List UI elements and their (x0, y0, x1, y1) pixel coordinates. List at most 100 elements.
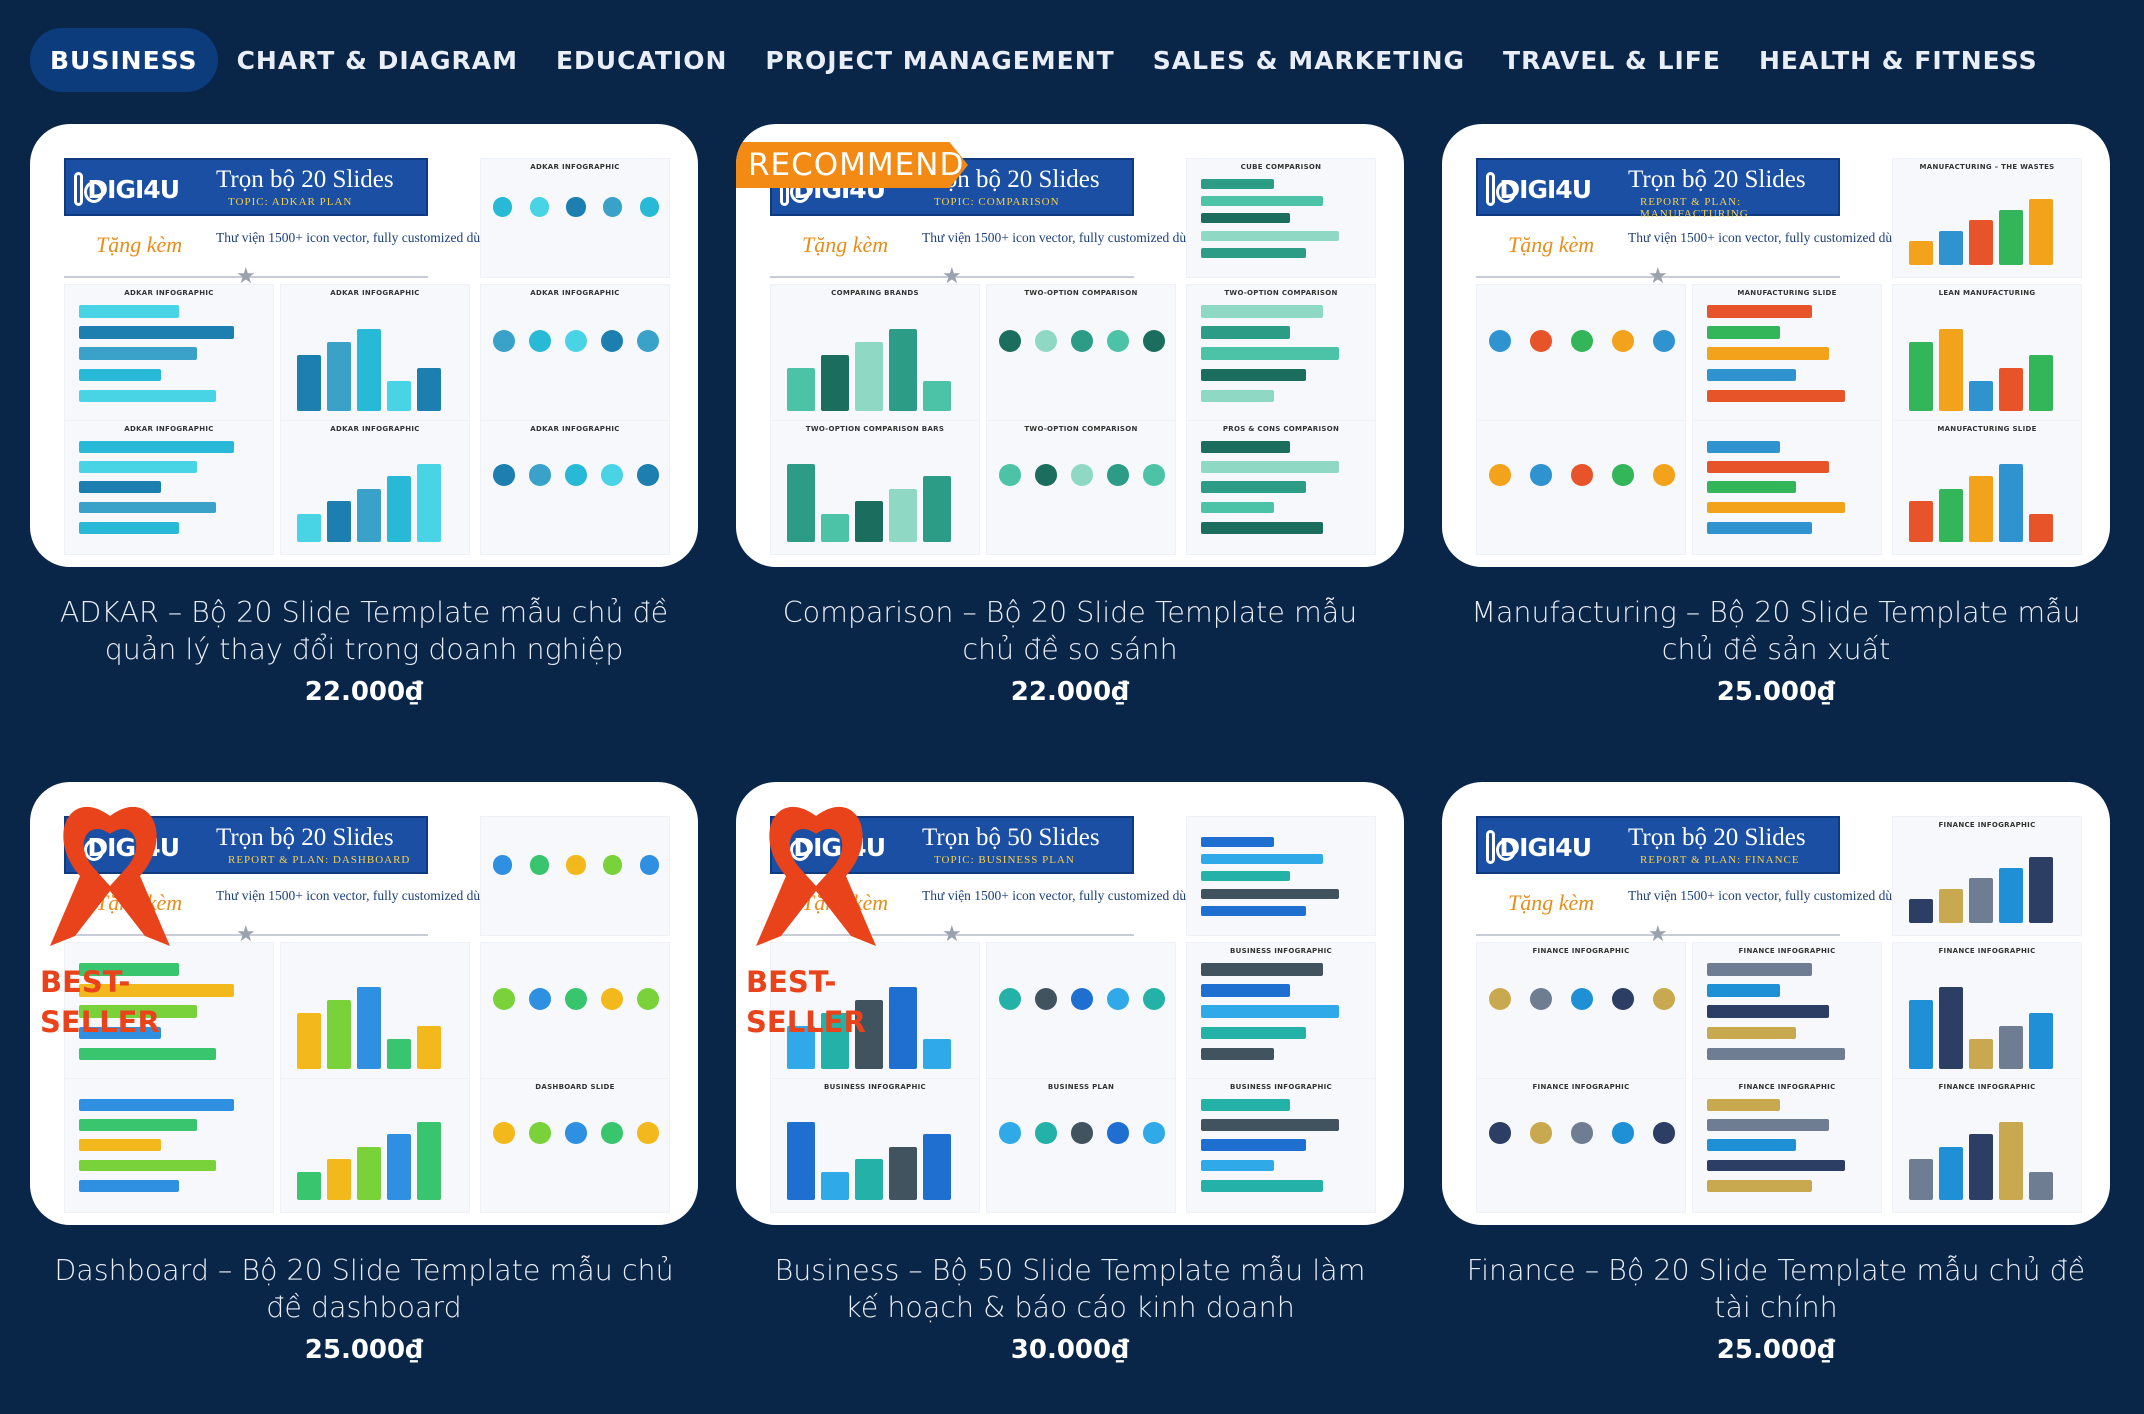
infographic-shape (1612, 1122, 1634, 1144)
slide-preview (1476, 420, 1686, 555)
infographic-shape (999, 1122, 1021, 1144)
infographic-shape (297, 1171, 321, 1200)
product-thumbnail[interactable]: DIGI4U Trọn bộ 20 Slides TOPIC: COMPARIS… (736, 124, 1404, 567)
infographic-shape (1070, 987, 1094, 1011)
divider (770, 934, 1134, 936)
infographic-shape (565, 1122, 587, 1144)
product-thumbnail[interactable]: DIGI4U Trọn bộ 50 Slides TOPIC: BUSINESS… (736, 782, 1404, 1225)
infographic-shape (1939, 1146, 1963, 1200)
infographic-shape (493, 987, 516, 1011)
infographic-shape (1969, 476, 1993, 542)
infographic-shape (1529, 329, 1553, 353)
product-title[interactable]: Business – Bộ 50 Slide Template mẫu làm … (774, 1254, 1366, 1324)
product-title[interactable]: Dashboard – Bộ 20 Slide Template mẫu chủ… (54, 1254, 674, 1324)
infographic-shape (1707, 1139, 1797, 1152)
product-thumbnail[interactable]: DIGI4U Trọn bộ 20 Slides REPORT & PLAN: … (30, 782, 698, 1225)
infographic-shape (1969, 1134, 1993, 1200)
infographic-shape (1707, 481, 1797, 494)
product-thumbnail[interactable]: DIGI4U Trọn bộ 20 Slides REPORT & PLAN: … (1442, 782, 2110, 1225)
cover-slide: DIGI4U Trọn bộ 20 Slides TOPIC: ADKAR PL… (64, 158, 428, 216)
infographic-shape (1201, 521, 1323, 534)
bestseller-badge-line: BEST- (40, 965, 131, 999)
slide-preview-title: FINANCE INFOGRAPHIC (1532, 947, 1630, 955)
infographic-shape (1201, 441, 1291, 453)
infographic-shape (1201, 389, 1274, 403)
gift-signature: Tặng kèm (802, 232, 889, 257)
infographic-shape (1909, 899, 1933, 923)
slide-preview: ADKAR INFOGRAPHIC (64, 420, 274, 555)
infographic-shape (79, 368, 161, 382)
product-card-5: DIGI4U Trọn bộ 50 Slides TOPIC: BUSINESS… (736, 782, 1404, 1365)
product-thumbnail[interactable]: DIGI4U Trọn bộ 20 Slides TOPIC: ADKAR PL… (30, 124, 698, 567)
infographic-shape (493, 464, 515, 486)
slide-preview-title: ADKAR INFOGRAPHIC (124, 289, 214, 297)
infographic-shape (636, 987, 659, 1011)
infographic-shape (637, 464, 659, 486)
tab-health-fitness[interactable]: HEALTH & FITNESS (1758, 45, 2038, 75)
tab-education[interactable]: EDUCATION (555, 45, 728, 75)
slide-preview-title: ADKAR INFOGRAPHIC (530, 163, 620, 171)
infographic-shape (79, 984, 234, 997)
infographic-shape (1035, 1122, 1057, 1144)
infographic-shape (79, 305, 180, 318)
logo-mark-icon (1486, 830, 1518, 864)
slide-preview: CUBE COMPARISON (1186, 158, 1376, 278)
product-price: 30.000₫ (1010, 1335, 1130, 1365)
slide-preview: MANUFACTURING SLIDE (1892, 420, 2082, 555)
slide-preview-title: FINANCE INFOGRAPHIC (1532, 1083, 1630, 1091)
tab-project-management[interactable]: PROJECT MANAGEMENT (765, 45, 1115, 75)
product-title[interactable]: Manufacturing – Bộ 20 Slide Template mẫu… (1471, 596, 2081, 666)
slide-preview: TWO-OPTION COMPARISON BARS (770, 420, 980, 555)
infographic-shape (529, 464, 551, 486)
infographic-shape (1201, 196, 1323, 207)
infographic-shape (1707, 1179, 1813, 1192)
tab-business[interactable]: BUSINESS (30, 28, 218, 92)
product-info: Business – Bộ 50 Slide Template mẫu làm … (736, 1252, 1404, 1365)
infographic-shape (923, 1134, 951, 1200)
infographic-shape (493, 197, 513, 217)
infographic-shape (1201, 179, 1274, 189)
infographic-shape (387, 1039, 411, 1069)
slide-preview-title: TWO-OPTION COMPARISON (1024, 289, 1138, 297)
slide-preview-title: PROS & CONS COMPARISON (1222, 425, 1340, 433)
slide-preview-title: TWO-OPTION COMPARISON BARS (805, 425, 945, 433)
slide-preview (64, 942, 274, 1082)
product-title[interactable]: Comparison – Bộ 20 Slide Template mẫu ch… (782, 596, 1358, 666)
infographic-shape (1611, 329, 1635, 353)
product-title[interactable]: Finance – Bộ 20 Slide Template mẫu chủ đ… (1466, 1254, 2086, 1324)
infographic-shape (566, 197, 586, 217)
product-title[interactable]: ADKAR – Bộ 20 Slide Template mẫu chủ đề … (59, 596, 669, 666)
slide-preview: LEAN MANUFACTURING (1892, 284, 2082, 424)
infographic-shape (1999, 209, 2023, 265)
infographic-shape (923, 1039, 951, 1069)
infographic-shape (387, 381, 411, 411)
infographic-shape (637, 1122, 659, 1144)
slide-preview: ADKAR INFOGRAPHIC (64, 284, 274, 424)
infographic-shape (1611, 987, 1635, 1011)
divider (64, 276, 428, 278)
infographic-shape (636, 329, 659, 353)
product-thumbnail[interactable]: DIGI4U Trọn bộ 20 Slides REPORT & PLAN: … (1442, 124, 2110, 567)
infographic-shape (529, 1122, 551, 1144)
tab-chart-diagram[interactable]: CHART & DIAGRAM (236, 45, 518, 75)
infographic-shape (1201, 1047, 1274, 1061)
infographic-shape (1707, 461, 1829, 474)
star-icon: ★ (942, 263, 962, 288)
infographic-shape (1201, 871, 1291, 882)
infographic-shape (889, 488, 917, 542)
slide-preview-title: BUSINESS INFOGRAPHIC (1230, 1083, 1332, 1091)
product-card-3: DIGI4U Trọn bộ 20 Slides REPORT & PLAN: … (1442, 124, 2110, 707)
infographic-shape (999, 329, 1022, 353)
slide-preview (986, 942, 1176, 1082)
slide-preview-title: FINANCE INFOGRAPHIC (1938, 821, 2036, 829)
infographic-shape (889, 329, 917, 411)
infographic-shape (1201, 368, 1307, 382)
star-icon: ★ (1648, 921, 1668, 946)
tab-travel-life[interactable]: TRAVEL & LIFE (1503, 45, 1721, 75)
slide-preview-title: MANUFACTURING SLIDE (1937, 425, 2037, 433)
infographic-shape (529, 197, 549, 217)
bestseller-badge-line: SELLER (746, 1005, 866, 1039)
infographic-shape (387, 476, 411, 542)
infographic-shape (821, 1171, 849, 1200)
tab-sales-marketing[interactable]: SALES & MARKETING (1152, 45, 1466, 75)
